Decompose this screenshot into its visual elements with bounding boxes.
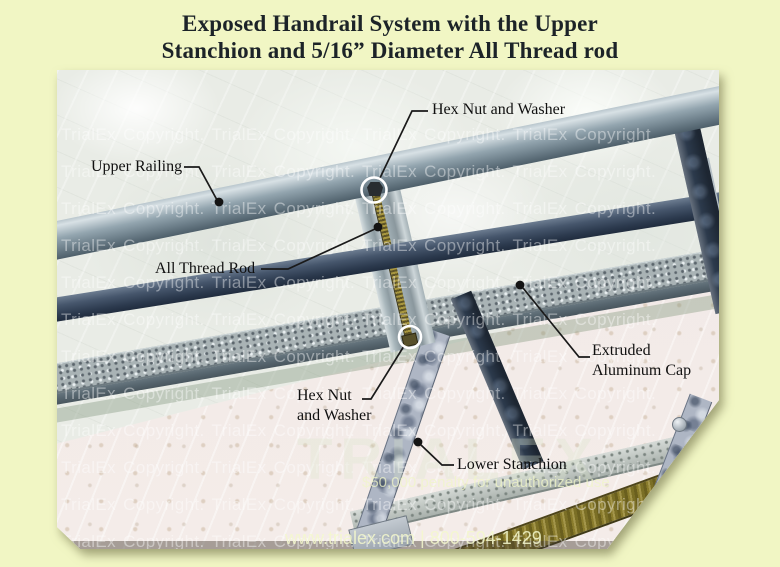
callout-hex-nut-bottom-line1: Hex Nut xyxy=(297,387,352,404)
callout-hex-nut-top: Hex Nut and Washer xyxy=(432,101,566,118)
deck-edge-shadow xyxy=(57,541,617,549)
handrail-illustration: TrialEx Copyright. TrialEx Copyright. Tr… xyxy=(57,70,719,549)
callout-upper-railing: Upper Railing xyxy=(91,158,183,175)
title-line-1: Exposed Handrail System with the Upper xyxy=(182,11,598,36)
diagram-title: Exposed Handrail System with the Upper S… xyxy=(0,10,780,64)
callout-hex-nut-bottom-line2: and Washer xyxy=(297,407,372,424)
callout-extruded-cap-line1: Extruded xyxy=(592,342,651,359)
illustration-panel: TrialEx Copyright. TrialEx Copyright. Tr… xyxy=(57,70,719,549)
watermark-tile: TrialEx Copyright. TrialEx Copyright. Tr… xyxy=(61,125,657,549)
callout-all-thread-rod: All Thread Rod xyxy=(155,260,256,277)
callout-extruded-aluminum-cap: Extruded Aluminum Cap xyxy=(592,341,691,381)
callout-hex-nut-bottom: Hex Nut and Washer xyxy=(297,386,371,426)
hex-bolt-graphic xyxy=(672,417,687,432)
callout-lower-stanchion: Lower Stanchion xyxy=(457,456,567,473)
watermark-contact-line: www.trialex.com | 800-594-1429 xyxy=(285,528,542,548)
watermark-penalty-line: $50,000 penalty for unauthorized use xyxy=(362,474,610,491)
callout-extruded-cap-line2: Aluminum Cap xyxy=(592,362,692,379)
title-line-2: Stanchion and 5/16” Diameter All Thread … xyxy=(161,38,619,63)
